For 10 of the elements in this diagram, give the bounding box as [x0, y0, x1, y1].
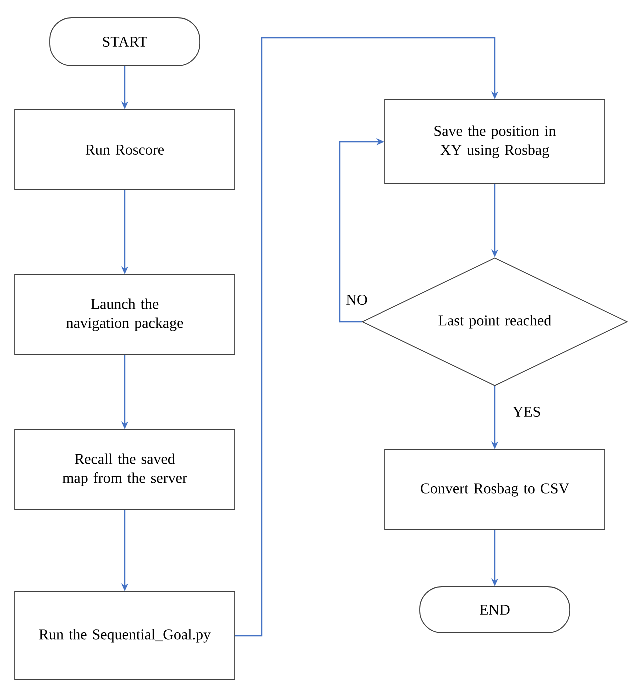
terminal-box: START	[50, 18, 200, 66]
process-box: Save the position in XY using Rosbag	[384, 100, 606, 184]
process-box: Run the Sequential_Goal.py	[14, 592, 236, 680]
terminal-box: END	[420, 586, 570, 634]
process-box: Run Roscore	[14, 110, 236, 190]
process-box: Launch the navigation package	[14, 274, 236, 356]
process-box: Recall the saved map from the server	[14, 430, 236, 510]
edge-label: YES	[512, 406, 542, 418]
arrow	[235, 37, 499, 637]
process-box: Convert Rosbag to CSV	[384, 450, 606, 530]
